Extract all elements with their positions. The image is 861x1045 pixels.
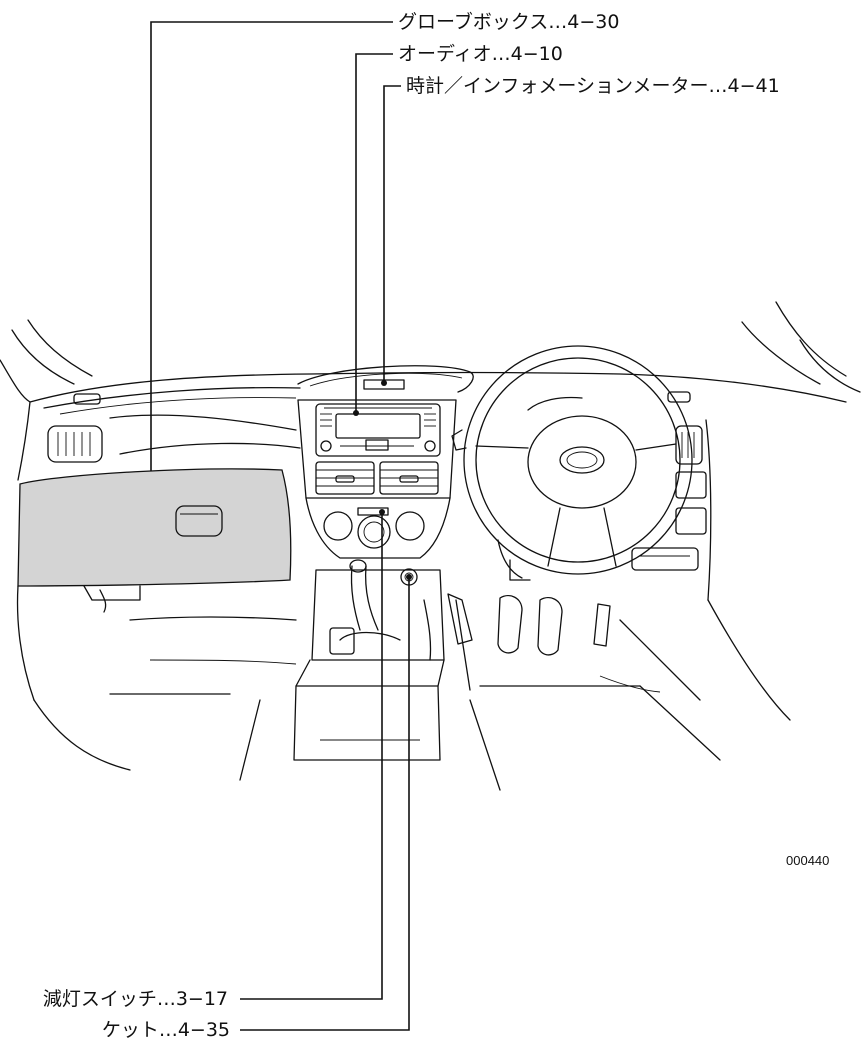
leader-dot-clock-info-meter (381, 380, 387, 386)
callout-label-power-socket: ケット…4−35 (102, 1019, 230, 1041)
callout-label-glove-box: グローブボックス…4−30 (398, 10, 619, 33)
leader-glove-box (150, 21, 393, 508)
dashboard-illustration (0, 301, 861, 791)
callout-label-dimmer-switch: 減灯スイッチ…3−17 (43, 988, 228, 1010)
leader-clock-info-meter (383, 85, 401, 383)
leader-dimmer-switch (240, 512, 383, 1000)
callout-label-audio: オーディオ…4−10 (398, 43, 563, 65)
leader-dot-audio (353, 410, 359, 416)
leader-dot-power-socket (406, 574, 412, 580)
glove-box-panel (17, 468, 292, 587)
leader-power-socket (240, 577, 410, 1031)
figure-id: 000440 (786, 853, 829, 868)
callout-label-clock-info-meter: 時計／インフォメーションメーター…4−41 (406, 75, 780, 97)
leader-audio (355, 53, 393, 413)
leader-dot-dimmer-switch (379, 509, 385, 515)
